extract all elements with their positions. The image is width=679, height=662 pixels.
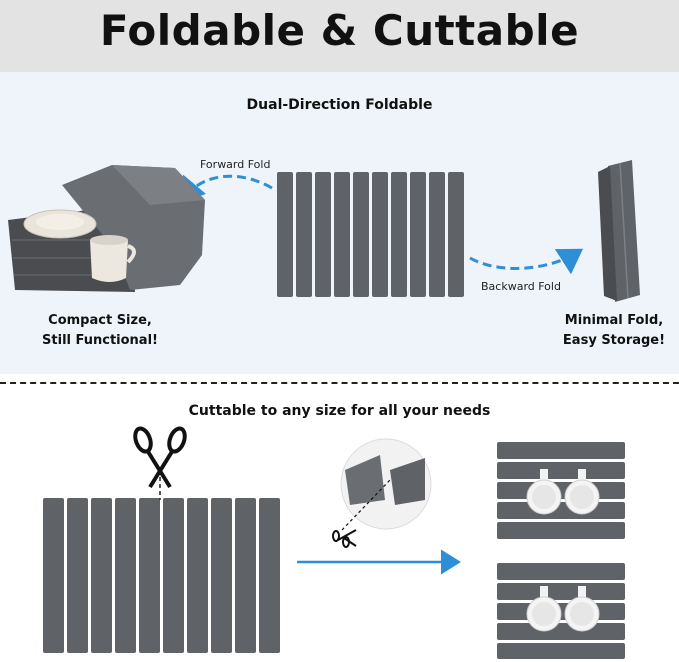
rolled-mat-with-dishes (8, 165, 205, 292)
header-banner: Foldable & Cuttable (0, 0, 679, 72)
backward-fold-label: Backward Fold (481, 280, 561, 293)
scissors-icon (133, 426, 187, 489)
mini-scissors-icon (332, 529, 357, 548)
left-caption-line2: Still Functional! (42, 333, 158, 348)
cup-icon (526, 586, 600, 632)
result-mat-2 (497, 563, 625, 659)
cup-icon (90, 235, 136, 282)
backward-fold-arrow-icon (469, 248, 584, 275)
cup-icon (526, 469, 600, 515)
result-mat-1 (497, 442, 625, 539)
fold-section-title: Dual-Direction Foldable (246, 97, 433, 113)
section-divider (0, 382, 679, 384)
right-caption-line1: Minimal Fold, (564, 313, 664, 328)
right-caption-line2: Easy Storage! (562, 333, 666, 348)
forward-fold-label: Forward Fold (200, 158, 271, 171)
cut-section-title: Cuttable to any size for all your needs (188, 403, 491, 419)
folded-mat-stack (598, 160, 640, 302)
left-caption-line1: Compact Size, (48, 313, 152, 328)
center-mat (277, 172, 464, 297)
page-title: Foldable & Cuttable (99, 6, 580, 55)
cut-detail-zoom (332, 438, 432, 548)
cuttable-mat (43, 470, 280, 653)
